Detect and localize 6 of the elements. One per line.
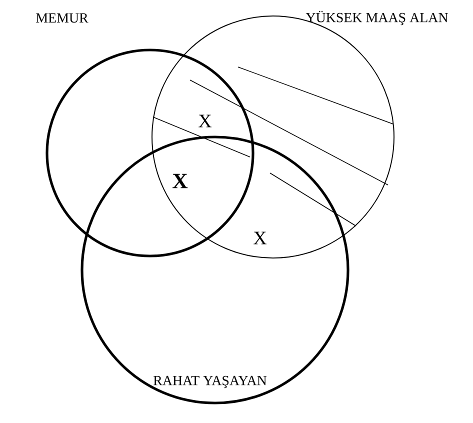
set-label: MEMUR — [36, 13, 88, 23]
set-label: YÜKSEK MAAŞ ALAN — [306, 10, 448, 26]
region-mark: X — [197, 114, 213, 128]
set-label: RAHAT YAŞAYAN — [154, 376, 267, 388]
region-mark: X — [171, 172, 189, 190]
region-mark: X — [252, 230, 268, 246]
